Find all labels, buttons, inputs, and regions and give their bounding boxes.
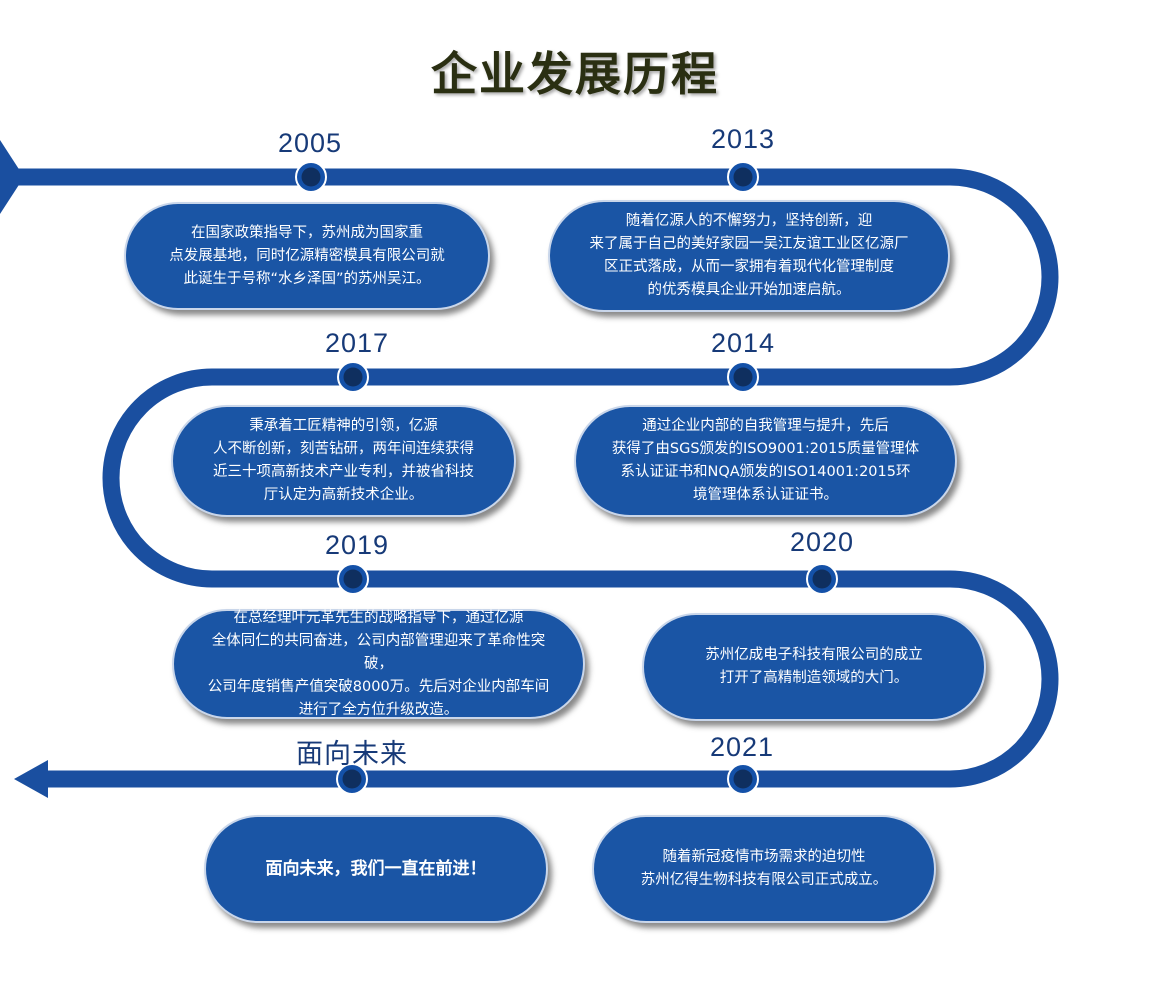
year-label-2017: 2017 [324, 328, 390, 358]
timeline-node-icon [337, 361, 369, 393]
milestone-text-line: 获得了由SGS颁发的ISO9001:2015质量管理体 [611, 441, 920, 457]
year-label-2021: 2021 [709, 732, 775, 762]
milestone-text: 随着亿源人的不懈努力，坚持创新，迎来了属于自己的美好家园一吴江友谊工业区亿源厂区… [590, 210, 909, 302]
milestone-text-line: 苏州亿成电子科技有限公司的成立 [705, 647, 923, 663]
milestone-text-line: 面向未来，我们一直在前进！ [265, 858, 487, 879]
milestone-text-line: 通过企业内部的自我管理与提升，先后 [642, 418, 889, 434]
milestone-text-line: 此诞生于号称“水乡泽国”的苏州吴江。 [183, 270, 431, 287]
milestone-card-2013: 随着亿源人的不懈努力，坚持创新，迎来了属于自己的美好家园一吴江友谊工业区亿源厂区… [548, 200, 950, 312]
milestone-card-2021: 随着新冠疫情市场需求的迫切性苏州亿得生物科技有限公司正式成立。 [592, 815, 936, 923]
milestone-card-2014: 通过企业内部的自我管理与提升，先后获得了由SGS颁发的ISO9001:2015质… [574, 405, 957, 517]
year-label-2020: 2020 [789, 527, 855, 557]
milestone-text-line: 公司年度销售产值突破8000万。先后对企业内部车间 [207, 678, 550, 695]
milestone-text-line: 的优秀模具企业开始加速启航。 [647, 282, 851, 298]
timeline-node-icon [295, 161, 327, 193]
year-label-2014: 2014 [710, 328, 776, 358]
milestone-text-line: 在国家政策指导下，苏州成为国家重 [191, 224, 423, 241]
milestone-text-line: 进行了全方位升级改造。 [298, 701, 459, 718]
year-label-2005: 2005 [277, 128, 343, 158]
milestone-text: 在国家政策指导下，苏州成为国家重点发展基地，同时亿源精密模具有限公司就此诞生于号… [169, 222, 445, 291]
milestone-text-line: 秉承着工匠精神的引领，亿源 [249, 418, 438, 434]
milestone-text-line: 全体同仁的共同奋进，公司内部管理迎来了革命性突破， [211, 632, 546, 672]
year-label-2019: 2019 [324, 530, 390, 560]
end-arrow-icon [14, 760, 48, 798]
milestone-text-line: 近三十项高新技术产业专利，并被省科技 [213, 464, 474, 480]
milestone-text: 通过企业内部的自我管理与提升，先后获得了由SGS颁发的ISO9001:2015质… [612, 415, 919, 507]
milestone-card-2005: 在国家政策指导下，苏州成为国家重点发展基地，同时亿源精密模具有限公司就此诞生于号… [124, 202, 490, 310]
milestone-text-line: 苏州亿得生物科技有限公司正式成立。 [640, 872, 888, 888]
year-label-future: 面向未来 [296, 739, 408, 769]
timeline-node-icon [336, 763, 368, 795]
page-title: 企业发展历程 [431, 47, 719, 101]
start-arrow-icon [0, 140, 24, 214]
milestone-text-line: 来了属于自己的美好家园一吴江友谊工业区亿源厂 [589, 236, 909, 252]
milestone-text: 秉承着工匠精神的引领，亿源人不断创新，刻苦钻研，两年间连续获得近三十项高新技术产… [213, 415, 474, 507]
milestone-text-line: 系认证证书和NQA颁发的ISO14001:2015环 [620, 464, 911, 480]
year-label-2013: 2013 [710, 124, 776, 154]
milestone-text-line: 厅认定为高新技术企业。 [263, 487, 424, 503]
milestone-card-2017: 秉承着工匠精神的引领，亿源人不断创新，刻苦钻研，两年间连续获得近三十项高新技术产… [171, 405, 516, 517]
timeline-node-icon [727, 161, 759, 193]
milestone-text-line: 打开了高精制造领域的大门。 [719, 670, 909, 686]
milestone-text-line: 人不断创新，刻苦钻研，两年间连续获得 [213, 441, 474, 457]
timeline-node-icon [806, 563, 838, 595]
milestone-text-line: 境管理体系认证证书。 [692, 487, 838, 503]
milestone-text: 面向未来，我们一直在前进！ [266, 858, 487, 881]
milestone-text: 随着新冠疫情市场需求的迫切性苏州亿得生物科技有限公司正式成立。 [641, 846, 888, 892]
milestone-text-line: 在总经理叶元革先生的战略指导下，通过亿源 [233, 609, 524, 626]
timeline-node-icon [337, 563, 369, 595]
milestone-text-line: 随着亿源人的不懈努力，坚持创新，迎 [625, 213, 873, 229]
milestone-text: 苏州亿成电子科技有限公司的成立打开了高精制造领域的大门。 [705, 644, 923, 690]
timeline-path [18, 168, 1059, 788]
milestone-text-line: 随着新冠疫情市场需求的迫切性 [662, 849, 866, 865]
milestone-text-line: 点发展基地，同时亿源精密模具有限公司就 [169, 247, 445, 264]
milestone-text-line: 区正式落成，从而一家拥有着现代化管理制度 [604, 259, 894, 275]
timeline-node-icon [727, 361, 759, 393]
milestone-card-future: 面向未来，我们一直在前进！ [204, 815, 548, 923]
timeline-node-icon [727, 763, 759, 795]
milestone-text: 在总经理叶元革先生的战略指导下，通过亿源全体同仁的共同奋进，公司内部管理迎来了革… [204, 607, 553, 722]
milestone-card-2020: 苏州亿成电子科技有限公司的成立打开了高精制造领域的大门。 [642, 613, 986, 721]
milestone-card-2019: 在总经理叶元革先生的战略指导下，通过亿源全体同仁的共同奋进，公司内部管理迎来了革… [172, 609, 585, 719]
